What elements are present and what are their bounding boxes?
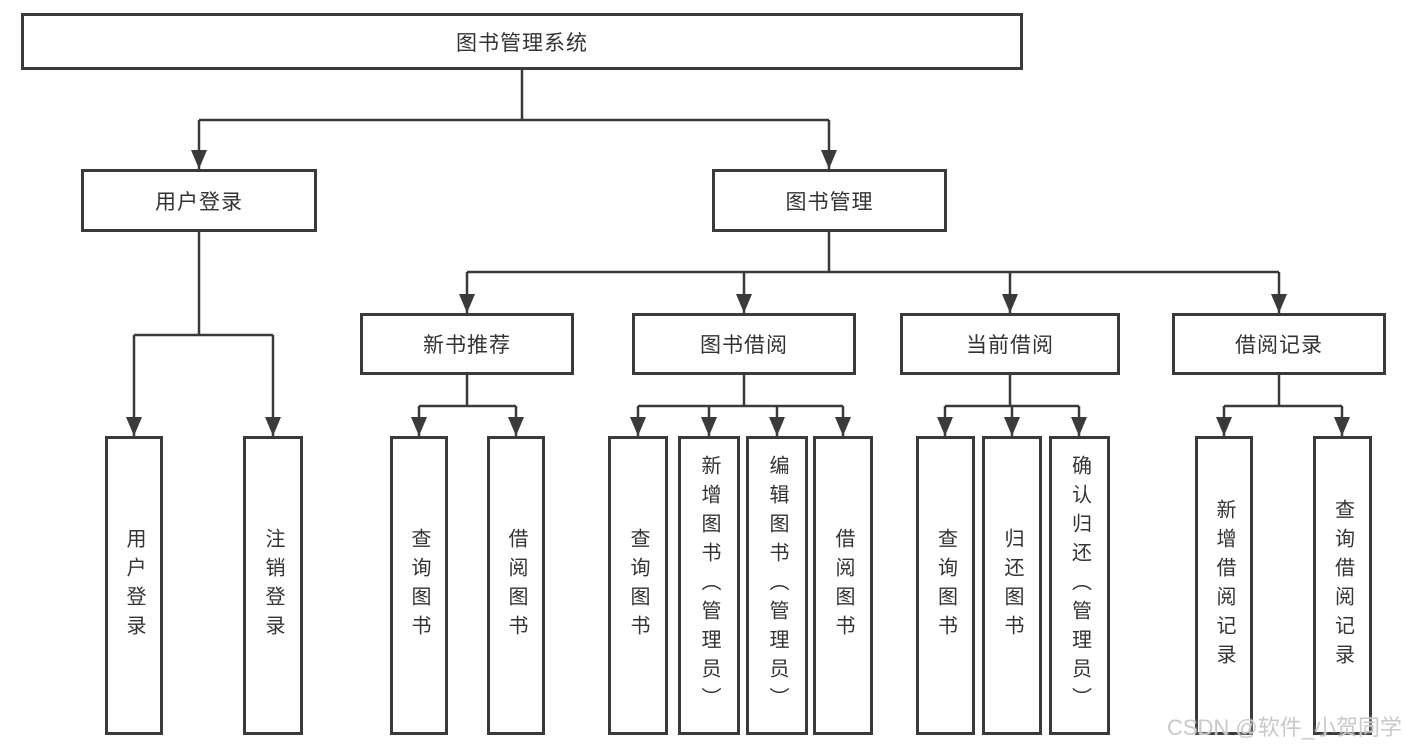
node-borrow-records: 借阅记录: [1172, 313, 1386, 375]
node-root-label: 图书管理系统: [456, 31, 588, 55]
leaf-return-book-label: 归还图书: [1001, 527, 1023, 644]
node-book-management-label: 图书管理: [785, 190, 874, 214]
leaf-query-books-current: 查询图书: [916, 436, 975, 735]
node-new-book-recommend: 新书推荐: [360, 313, 574, 375]
node-user-login: 用户登录: [81, 169, 317, 232]
node-book-borrow: 图书借阅: [632, 313, 856, 375]
leaf-borrow-books: 借阅图书: [813, 436, 873, 735]
leaf-user-login-label: 用户登录: [123, 527, 145, 644]
leaf-logout-label: 注销登录: [262, 527, 284, 644]
node-current-borrow-label: 当前借阅: [966, 334, 1054, 357]
leaf-query-borrow-record: 查询借阅记录: [1313, 436, 1372, 735]
leaf-user-login: 用户登录: [105, 436, 163, 735]
leaf-logout: 注销登录: [243, 436, 303, 735]
node-book-borrow-label: 图书借阅: [700, 334, 788, 357]
leaf-edit-book-admin-label: 编辑图书（管理员）: [766, 455, 788, 716]
leaf-query-books-recommend-label: 查询图书: [408, 527, 430, 644]
node-current-borrow: 当前借阅: [900, 313, 1120, 375]
leaf-borrow-books-label: 借阅图书: [832, 527, 854, 644]
node-new-book-recommend-label: 新书推荐: [423, 334, 511, 357]
leaf-borrow-books-recommend-label: 借阅图书: [505, 527, 527, 644]
leaf-query-books-recommend: 查询图书: [390, 436, 448, 735]
leaf-add-borrow-record-label: 新增借阅记录: [1213, 498, 1235, 673]
leaf-confirm-return-admin: 确认归还（管理员）: [1049, 436, 1110, 735]
node-book-management: 图书管理: [712, 169, 947, 232]
leaf-query-books-borrow: 查询图书: [608, 436, 668, 735]
node-root: 图书管理系统: [21, 13, 1023, 70]
leaf-borrow-books-recommend: 借阅图书: [487, 436, 545, 735]
watermark: CSDN @软件_小贺同学: [1166, 715, 1402, 740]
node-borrow-records-label: 借阅记录: [1235, 334, 1323, 357]
leaf-query-borrow-record-label: 查询借阅记录: [1331, 498, 1354, 673]
leaf-add-book-admin-label: 新增图书（管理员）: [698, 455, 720, 716]
leaf-confirm-return-admin-label: 确认归还（管理员）: [1068, 455, 1091, 716]
leaf-edit-book-admin: 编辑图书（管理员）: [746, 436, 808, 735]
leaf-query-books-current-label: 查询图书: [934, 527, 957, 644]
node-user-login-label: 用户登录: [155, 190, 243, 214]
leaf-add-book-admin: 新增图书（管理员）: [678, 436, 740, 735]
leaf-query-books-borrow-label: 查询图书: [627, 527, 649, 644]
leaf-add-borrow-record: 新增借阅记录: [1195, 436, 1253, 735]
leaf-return-book: 归还图书: [982, 436, 1042, 735]
